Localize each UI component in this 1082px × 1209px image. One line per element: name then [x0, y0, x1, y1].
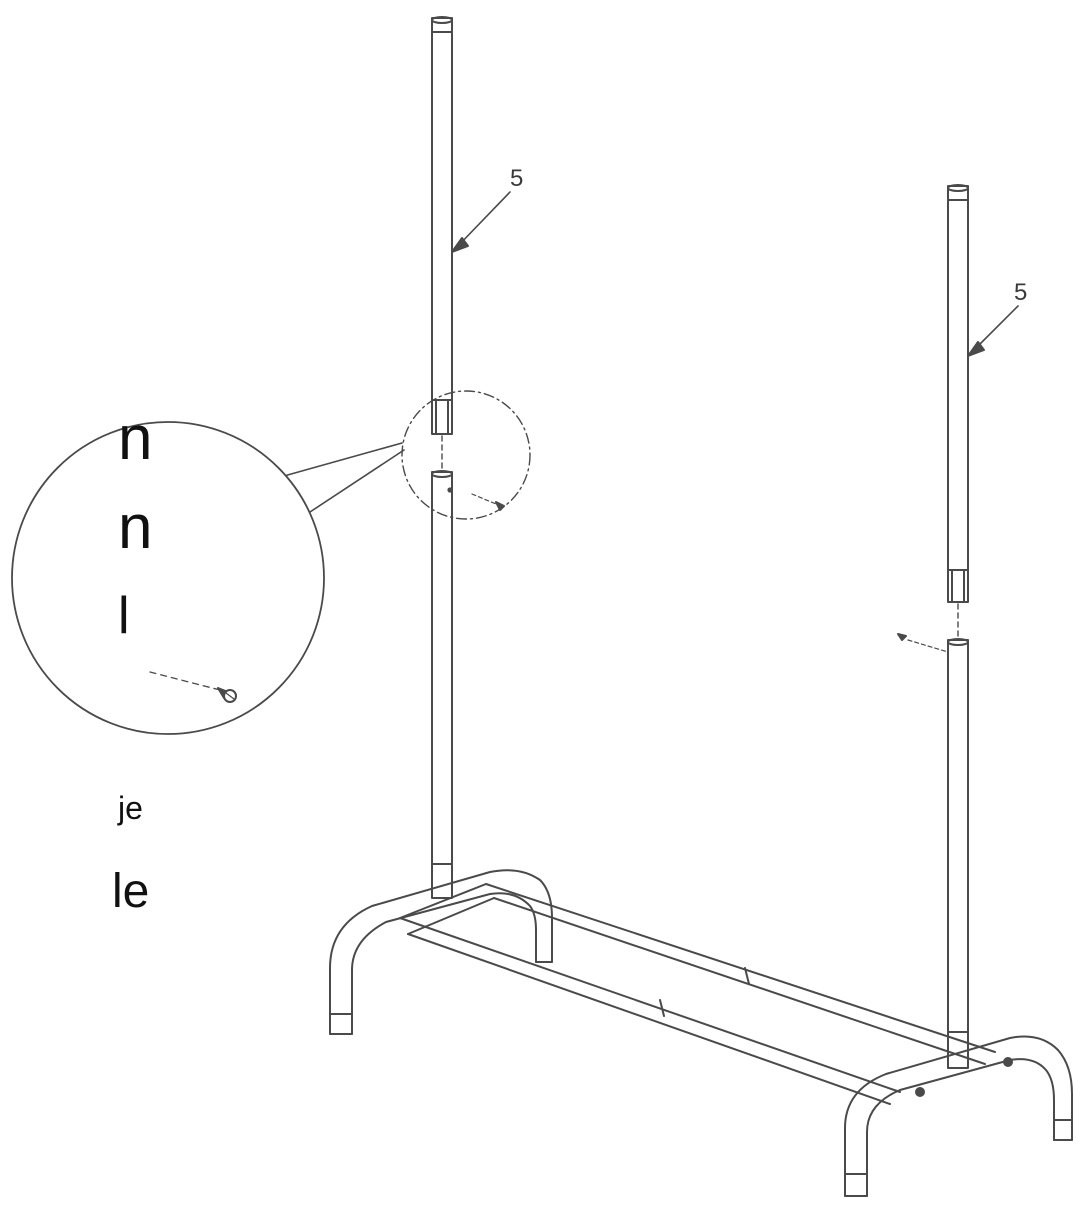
detail-label-2: n — [118, 493, 153, 562]
detail-leader-lower — [309, 449, 405, 513]
right-upper-pole — [947, 184, 969, 603]
detail-label-4: je — [118, 790, 143, 826]
detail-marker-circle — [401, 390, 531, 520]
magnified-detail-view — [11, 421, 325, 735]
right-lower-pole — [947, 638, 969, 1069]
detail-label-5: le — [112, 865, 150, 918]
part-number-right: 5 — [1014, 279, 1027, 306]
part-number-left: 5 — [510, 165, 523, 192]
left-lower-pole — [431, 470, 453, 899]
left-upper-pole — [431, 16, 453, 435]
base-frame — [329, 869, 1073, 1197]
right-joint-screw — [897, 633, 949, 653]
detail-label-3: l — [118, 587, 130, 645]
callout-arrow-right — [967, 305, 1019, 357]
magnified-screw-icon — [217, 687, 237, 703]
left-joint-screw — [471, 493, 505, 511]
detail-label-1: n — [118, 404, 153, 473]
detail-leader-upper — [283, 442, 403, 477]
callout-arrow-left — [451, 191, 511, 253]
